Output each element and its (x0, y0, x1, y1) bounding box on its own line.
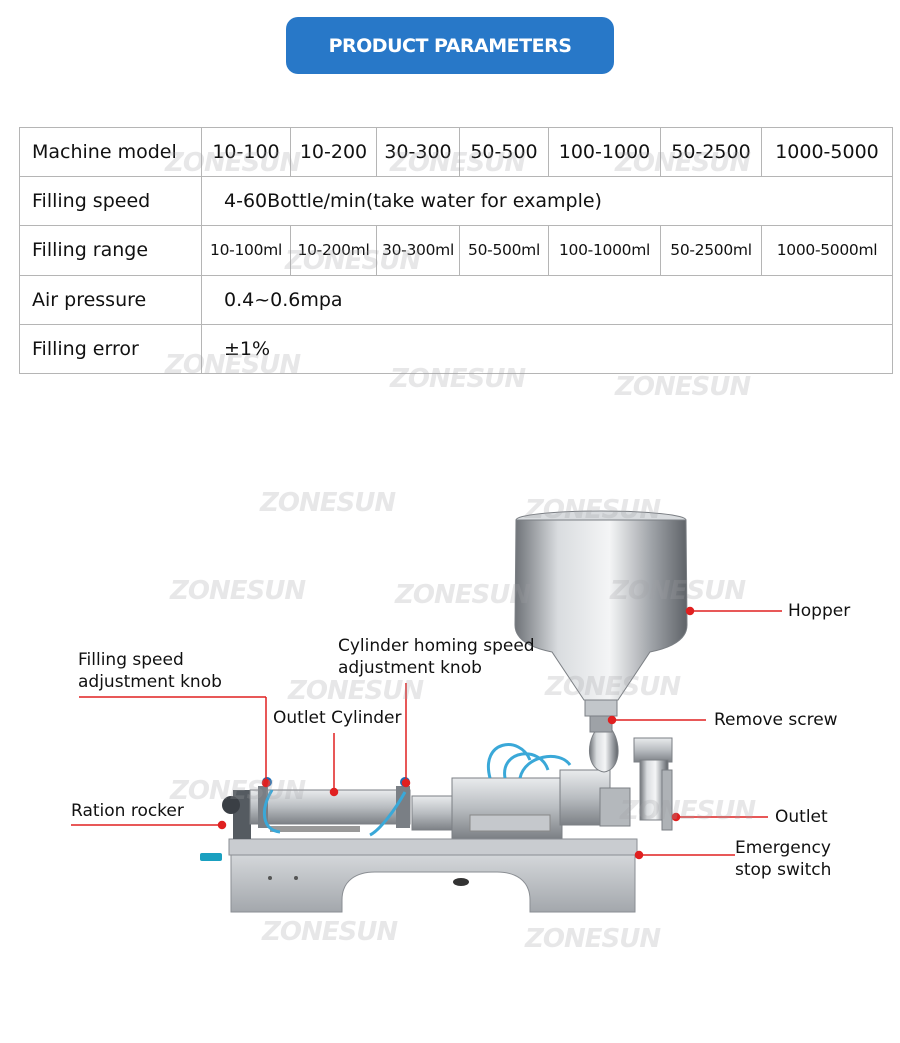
table-cell: 10-200 (290, 126, 377, 178)
callout-line-2: adjustment knob (338, 658, 482, 678)
watermark: ZONESUN (285, 246, 421, 276)
watermark: ZONESUN (545, 672, 681, 702)
table-cell: 100-1000ml (548, 225, 661, 276)
row-label: Filling error (19, 323, 202, 375)
table-cell: 50-500 (459, 126, 549, 178)
watermark: ZONESUN (170, 776, 306, 806)
table-cell: 30-300 (376, 126, 460, 178)
watermark: ZONESUN (170, 576, 306, 606)
machine-base (200, 838, 638, 913)
outlet-cylinder (249, 777, 411, 832)
watermark: ZONESUN (262, 917, 398, 947)
table-cell: 4-60Bottle/min(take water for example) (201, 176, 893, 227)
watermark: ZONESUN (390, 364, 526, 394)
row-label: Air pressure (19, 274, 202, 325)
watermark: ZONESUN (260, 488, 396, 518)
callout-line-1: Emergency (735, 838, 831, 858)
watermark: ZONESUN (610, 576, 746, 606)
callout-cylinder-homing-knob: Cylinder homing speed adjustment knob (338, 635, 535, 679)
table-row-machine-model: Machine model 10-100 10-200 30-300 50-50… (19, 126, 893, 178)
air-tubes (263, 743, 572, 837)
table-cell: 50-2500 (660, 126, 762, 178)
callout-filling-speed-knob: Filling speed adjustment knob (78, 649, 222, 693)
material-cylinder (411, 777, 563, 839)
ration-rocker (222, 790, 251, 839)
watermark: ZONESUN (615, 148, 751, 178)
table-row-filling-error: Filling error ±1% (19, 323, 893, 375)
callout-emergency-stop-switch: Emergency stop switch (735, 837, 831, 881)
callout-line-2: stop switch (735, 860, 832, 880)
table-cell: 1000-5000 (761, 126, 893, 178)
watermark: ZONESUN (165, 350, 301, 380)
callout-ration-rocker: Ration rocker (71, 801, 184, 821)
table-cell: 1000-5000ml (761, 225, 893, 276)
valve-assembly (559, 729, 673, 831)
watermark: ZONESUN (525, 495, 661, 525)
table-cell: 10-100ml (201, 225, 291, 276)
watermark: ZONESUN (165, 148, 301, 178)
product-parameters-banner: PRODUCT PARAMETERS (286, 17, 614, 74)
table-cell: 100-1000 (548, 126, 661, 178)
watermark: ZONESUN (620, 796, 756, 826)
watermark: ZONESUN (395, 580, 531, 610)
watermark: ZONESUN (288, 676, 424, 706)
callout-outlet-cylinder: Outlet Cylinder (273, 708, 402, 728)
callout-lines (71, 606, 782, 860)
table-cell: 50-2500ml (660, 225, 762, 276)
callout-hopper: Hopper (788, 601, 851, 621)
callout-remove-screw: Remove screw (714, 710, 838, 730)
parameters-table: Machine model 10-100 10-200 30-300 50-50… (19, 126, 893, 375)
table-cell: ±1% (201, 323, 893, 375)
row-label: Filling speed (19, 176, 202, 227)
watermark: ZONESUN (615, 372, 751, 402)
watermark: ZONESUN (390, 148, 526, 178)
watermark: ZONESUN (525, 924, 661, 954)
hopper (514, 510, 688, 733)
callout-line-2: adjustment knob (78, 672, 222, 692)
table-cell: 10-200ml (290, 225, 377, 276)
row-label: Filling range (19, 225, 202, 276)
banner-title: PRODUCT PARAMETERS (328, 34, 572, 57)
callout-outlet: Outlet (775, 807, 828, 827)
callout-line-1: Filling speed (78, 650, 184, 670)
callout-line-1: Cylinder homing speed (338, 636, 535, 656)
table-row-filling-speed: Filling speed 4-60Bottle/min(take water … (19, 176, 893, 227)
table-cell: 50-500ml (459, 225, 549, 276)
